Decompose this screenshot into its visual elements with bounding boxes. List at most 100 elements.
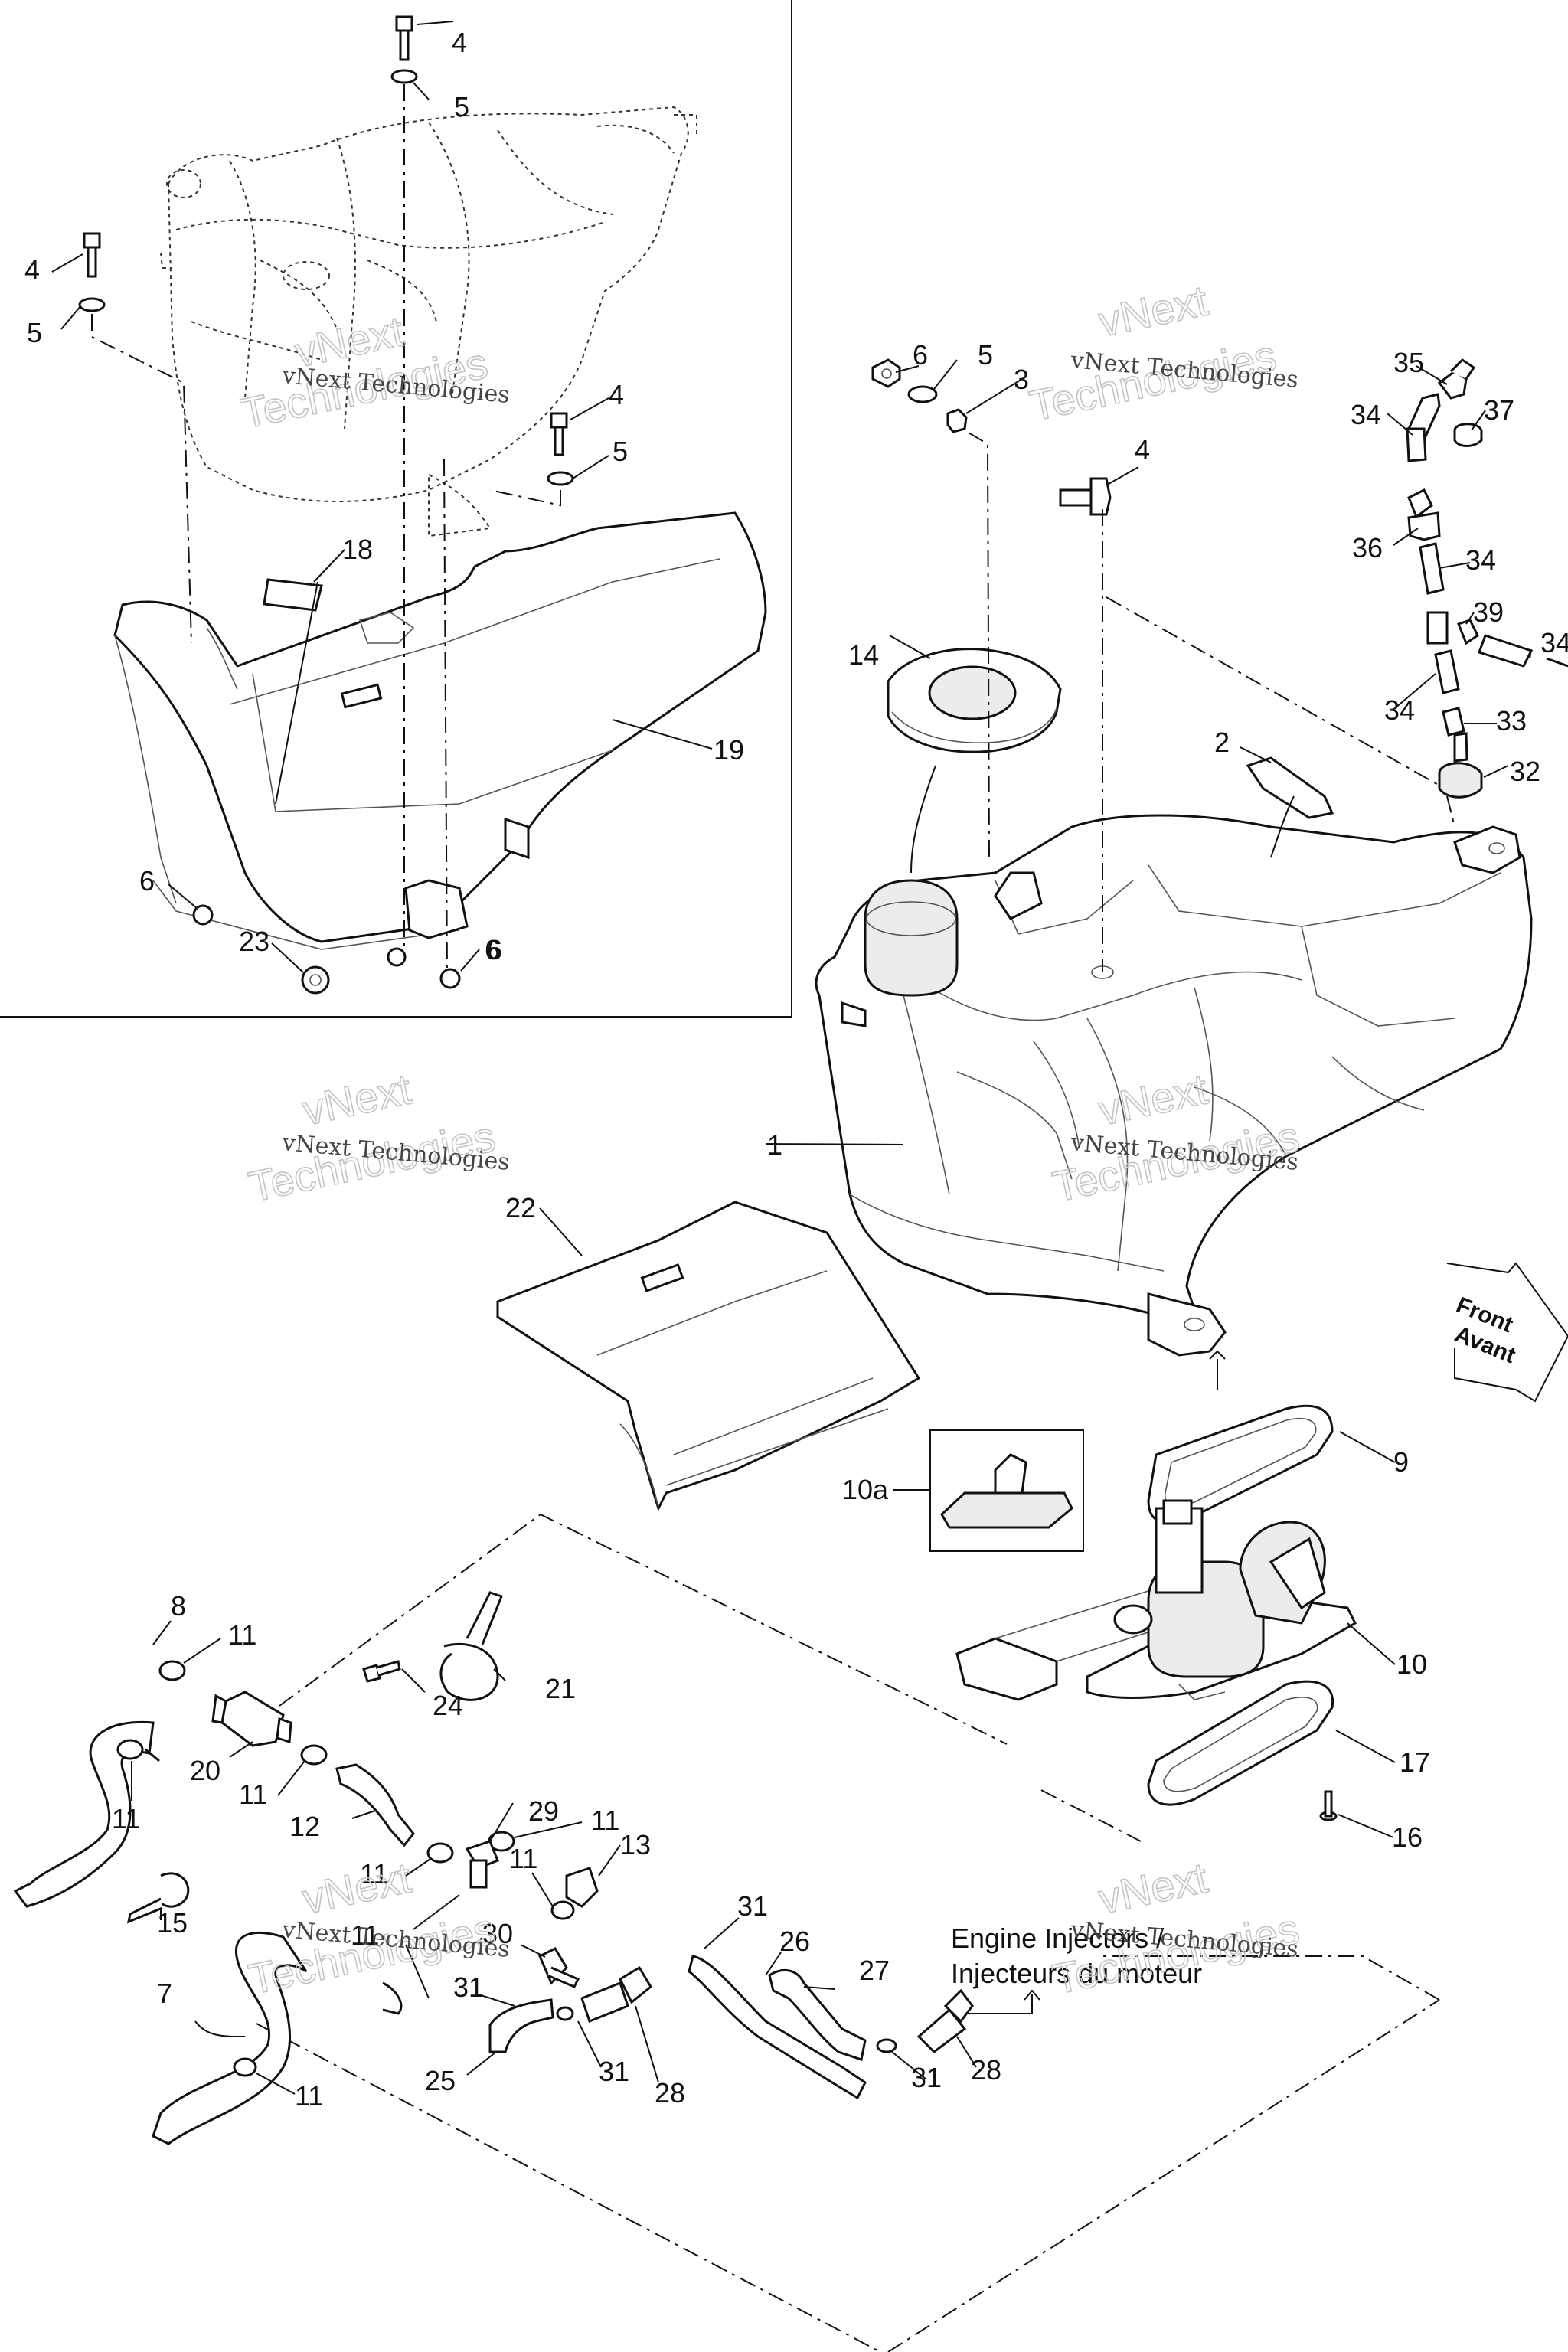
watermark-outline: vNext: [1094, 276, 1212, 345]
callout: 29: [528, 1795, 559, 1827]
callout: 34: [1465, 544, 1496, 576]
callout: 37: [1484, 394, 1514, 426]
screw-24: [362, 1660, 401, 1683]
cable-tie: [126, 1872, 190, 1924]
fuel-cap: [887, 648, 1062, 753]
callout: 1: [767, 1129, 782, 1161]
callout: 12: [289, 1811, 320, 1842]
callout: 3: [1014, 364, 1029, 395]
inset-tank-outline: [160, 106, 697, 537]
callout: 11: [228, 1619, 256, 1651]
callout: 5: [978, 339, 993, 371]
engine-injectors-note: Engine Injectors /: [951, 1922, 1164, 1954]
callout: 28: [655, 2077, 685, 2109]
callout: 34: [1351, 399, 1381, 430]
callout: 5: [454, 91, 469, 122]
callout: 31: [737, 1890, 768, 1922]
tee-fitting: [465, 1840, 499, 1889]
callout: 5: [612, 436, 628, 467]
callout: 19: [714, 734, 744, 766]
hose-clamps: [116, 1660, 575, 2077]
callout: 33: [1496, 705, 1527, 737]
watermark-outline: vNext: [1094, 1853, 1212, 1922]
main-fasteners: [871, 358, 1112, 516]
callout: 28: [971, 2054, 1001, 2086]
callout: 8: [171, 1590, 186, 1622]
callout: 31: [599, 2056, 629, 2087]
callout: 4: [609, 379, 624, 410]
callout: 30: [482, 1918, 513, 1949]
inset-fasteners: [78, 15, 574, 995]
callout: 13: [620, 1829, 651, 1860]
check-valve-30: [538, 1947, 580, 1988]
lower-leaders: [131, 1620, 977, 2095]
inset-pad: [263, 578, 323, 612]
inset-leaders: [51, 21, 713, 973]
pump-box-10a: [929, 1429, 1084, 1552]
callout: 35: [1393, 347, 1424, 378]
callout: 31: [453, 1971, 484, 2003]
connector-28-right: [876, 1988, 974, 2053]
callout: 21: [545, 1673, 576, 1704]
strap-21: [439, 1591, 503, 1701]
grommet-2: [1246, 756, 1334, 819]
callout: 11: [360, 1858, 388, 1890]
callout: 5: [27, 317, 42, 348]
callout: 11: [351, 1919, 379, 1951]
hose-12: [335, 1763, 415, 1847]
callout: 16: [1392, 1821, 1423, 1853]
callout: 31: [911, 2062, 942, 2093]
callout: 11: [295, 2080, 323, 2112]
fuel-lines-outline: [256, 1513, 1440, 2352]
callout: 7: [157, 1978, 172, 2009]
callout: 10a: [842, 1474, 889, 1505]
inset-tray: [113, 511, 767, 950]
callout: 11: [509, 1843, 537, 1874]
fuel-filter: [211, 1690, 292, 1747]
screw-16: [1319, 1790, 1338, 1821]
engine-injectors-note-fr: Injecteurs du moteur: [951, 1958, 1202, 1989]
connector-28-left: [556, 1965, 652, 2023]
callout: 4: [1135, 434, 1150, 466]
hose-26: [688, 1955, 867, 2100]
callout: 9: [1393, 1446, 1409, 1478]
callout: 11: [239, 1779, 267, 1810]
callout: 6: [485, 934, 500, 965]
callout: 4: [24, 254, 40, 286]
callout: 25: [425, 2065, 456, 2096]
callout: 32: [1510, 756, 1540, 787]
callout: 23: [239, 926, 270, 957]
callout: 6: [487, 934, 502, 965]
callout: 6: [913, 339, 928, 371]
vent-leaders: [1387, 365, 1532, 778]
callout: 24: [433, 1690, 463, 1721]
callout: 14: [848, 639, 879, 671]
watermark-outline: vNext: [298, 1853, 416, 1922]
callout: 20: [190, 1755, 220, 1786]
inset-frame: [0, 0, 792, 1018]
callout: 6: [139, 865, 155, 897]
fuel-tank: [815, 814, 1533, 1357]
callout: 18: [342, 534, 373, 565]
callout: 39: [1473, 596, 1504, 628]
front-arrow: [1446, 1262, 1568, 1403]
hose-25: [488, 1998, 554, 2053]
callout: 34: [1540, 627, 1568, 658]
callout: 17: [1400, 1746, 1430, 1778]
fuel-pump: [956, 1499, 1357, 1701]
callout: 34: [1384, 694, 1415, 726]
injector-arrow: [965, 1989, 1040, 2014]
hose-8: [13, 1720, 160, 1908]
pad-22: [496, 1200, 921, 1511]
gasket-17: [1147, 1680, 1334, 1806]
callout-labels: 1 2 3 4 4 4 4 5 5 5 5 6 6 6 6 7 8 9 10 1…: [24, 27, 1568, 2112]
elbow-13: [565, 1867, 599, 1908]
main-leaders: [539, 359, 1459, 1838]
callout: 15: [157, 1907, 188, 1939]
callout: 22: [505, 1192, 536, 1223]
vent-assembly: [1406, 358, 1568, 799]
callout: 11: [591, 1805, 619, 1836]
callout: 26: [779, 1926, 810, 1957]
hose-7: [152, 1932, 403, 2145]
